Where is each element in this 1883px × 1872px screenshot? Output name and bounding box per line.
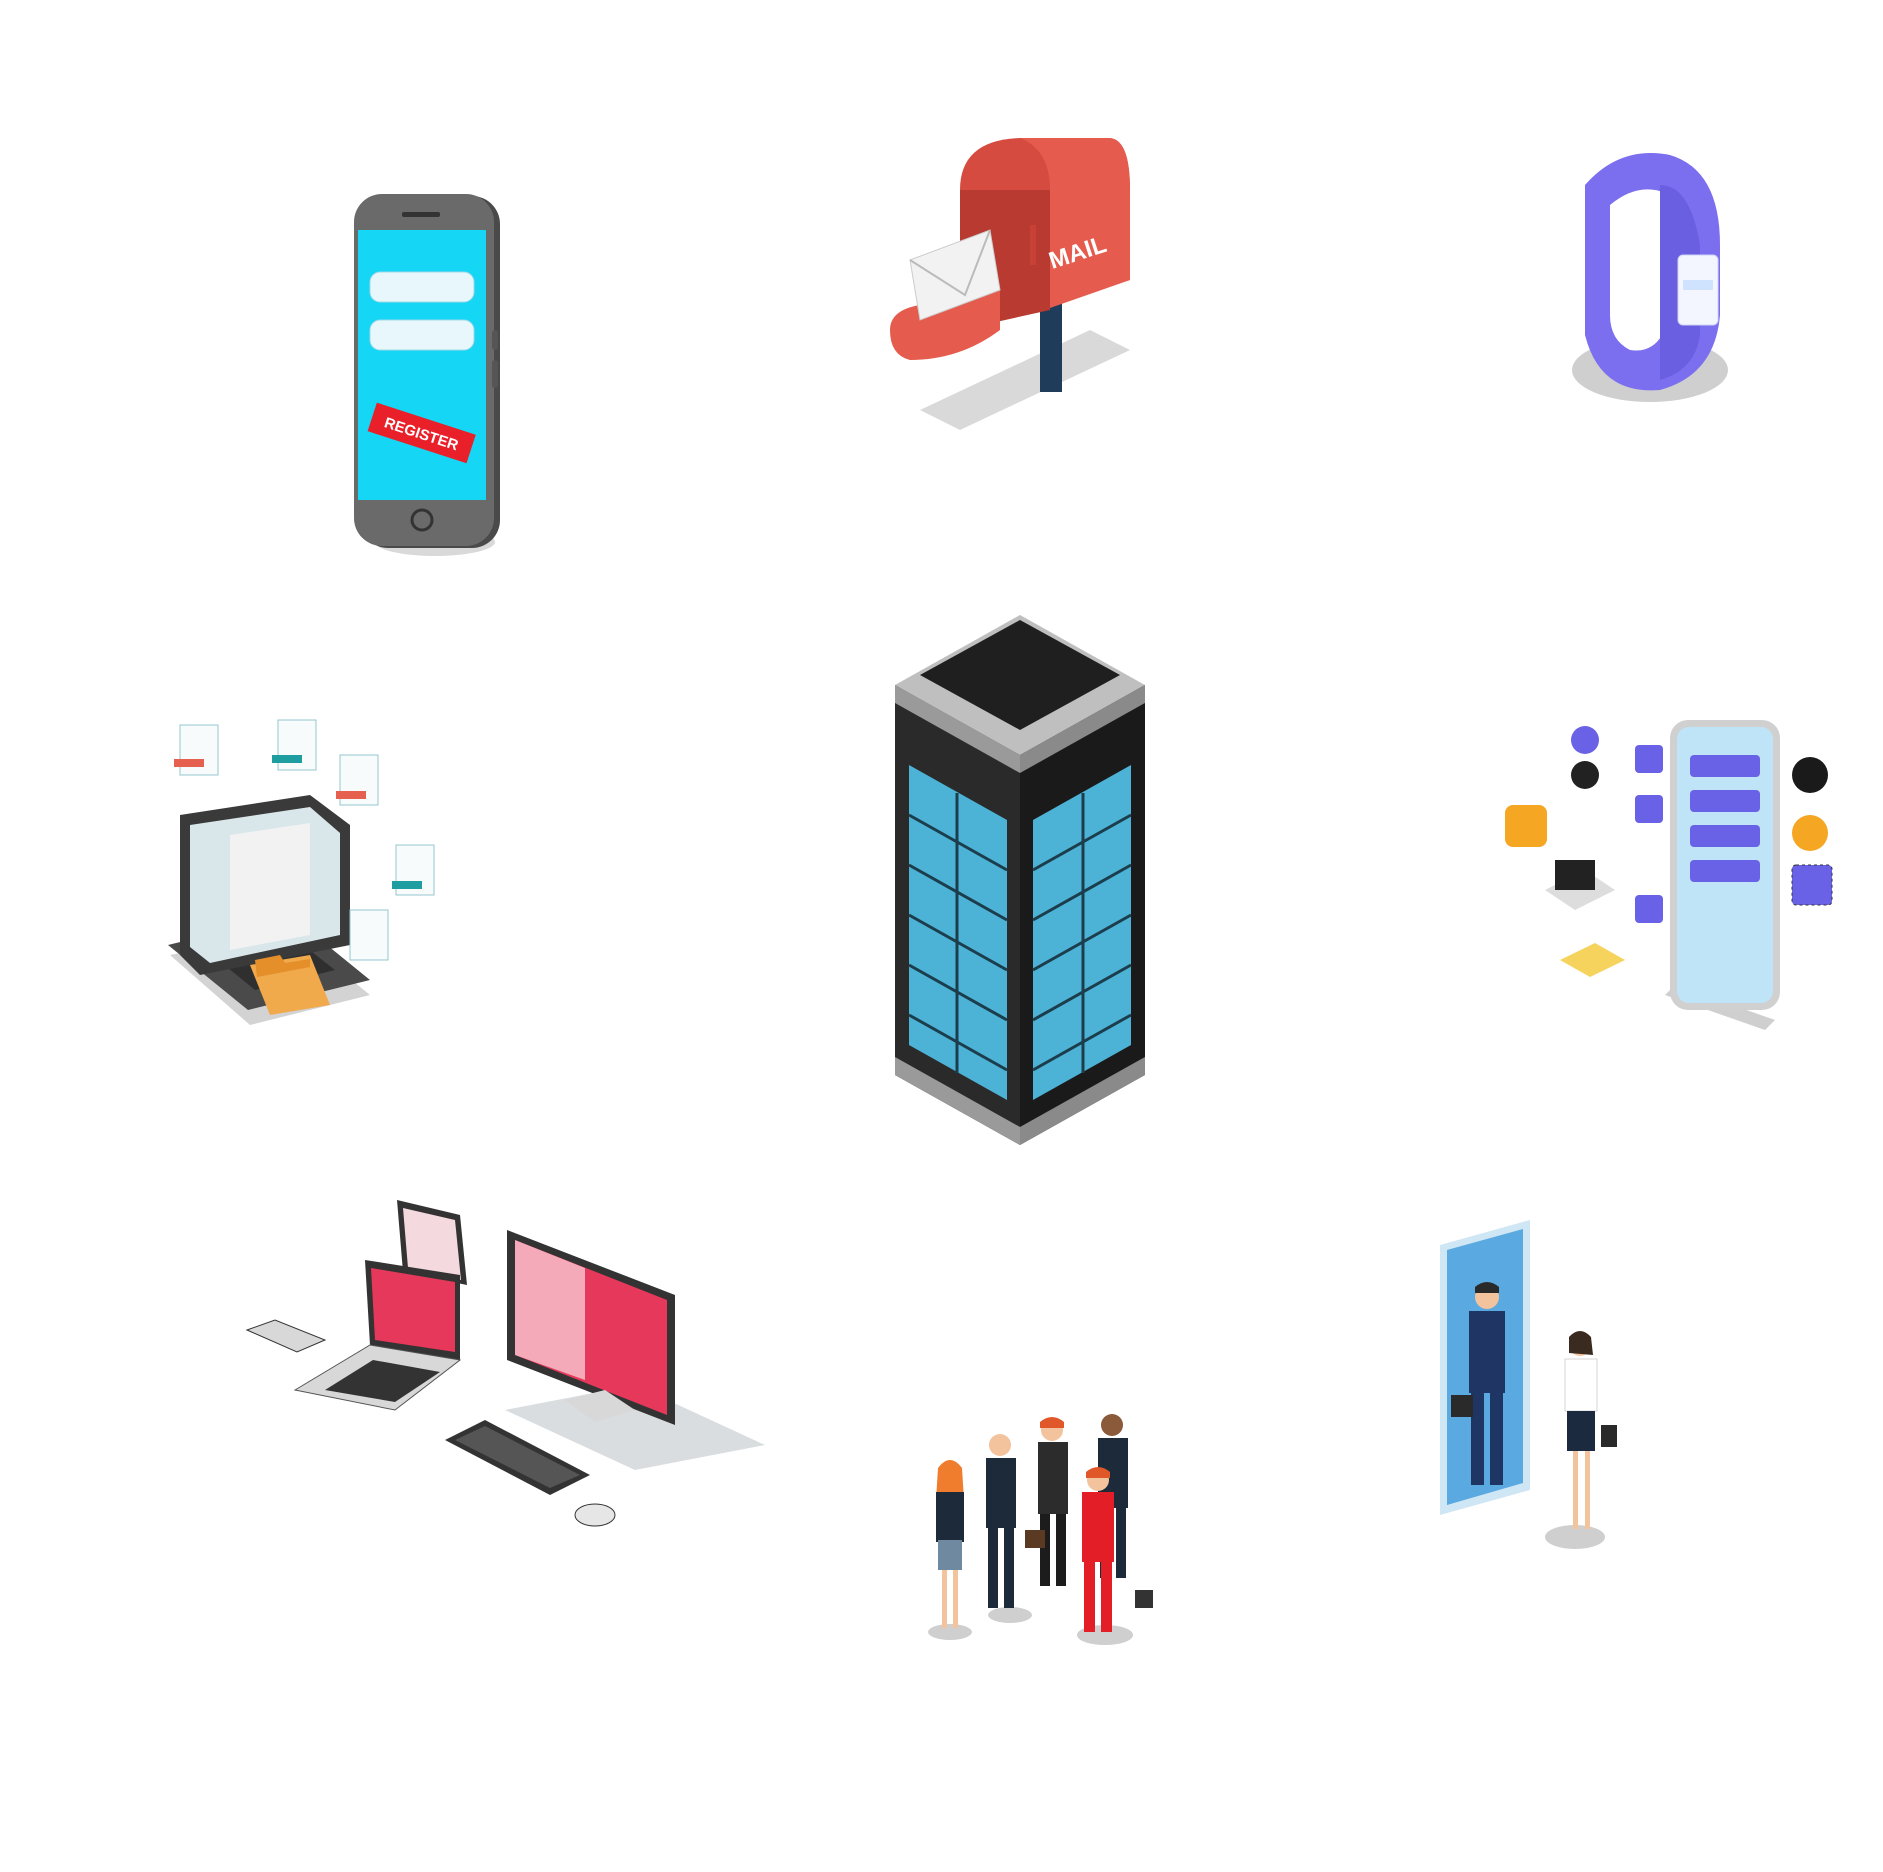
smartphone-register-icon: REGISTER: [340, 190, 510, 570]
business-team-icon: [920, 1410, 1160, 1650]
mobile-app-development-icon: [1505, 715, 1845, 1035]
responsive-devices-icon: [245, 1190, 765, 1550]
video-call-icon: [1435, 1215, 1625, 1555]
mailbox-icon: MAIL: [880, 130, 1150, 440]
laptop-documents-icon: [160, 715, 450, 1045]
server-rack-icon: [895, 615, 1155, 1145]
fitness-band-icon: [1560, 145, 1730, 415]
